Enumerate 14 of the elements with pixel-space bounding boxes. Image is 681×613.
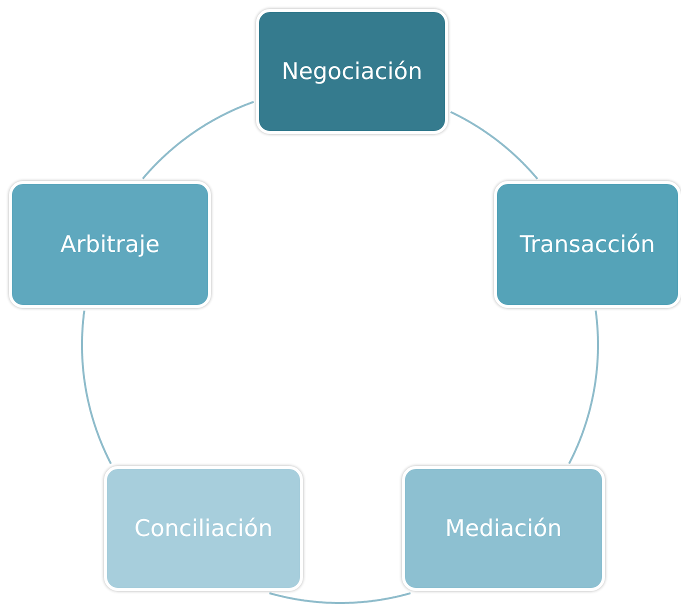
connector-arc: [450, 111, 538, 180]
box-label: Transacción: [520, 232, 656, 258]
process-box: [494, 181, 681, 308]
process-box: [402, 466, 605, 591]
box-label: Mediación: [445, 516, 562, 542]
process-box: [9, 181, 211, 308]
box-label: Negociación: [282, 58, 422, 84]
box-label: Arbitraje: [60, 232, 160, 258]
connector-arc: [568, 310, 599, 464]
box-label: Conciliación: [134, 516, 273, 542]
connector-arc: [81, 310, 112, 464]
process-box: [256, 9, 448, 134]
process-box: [104, 466, 303, 591]
connector-arc: [269, 592, 411, 604]
